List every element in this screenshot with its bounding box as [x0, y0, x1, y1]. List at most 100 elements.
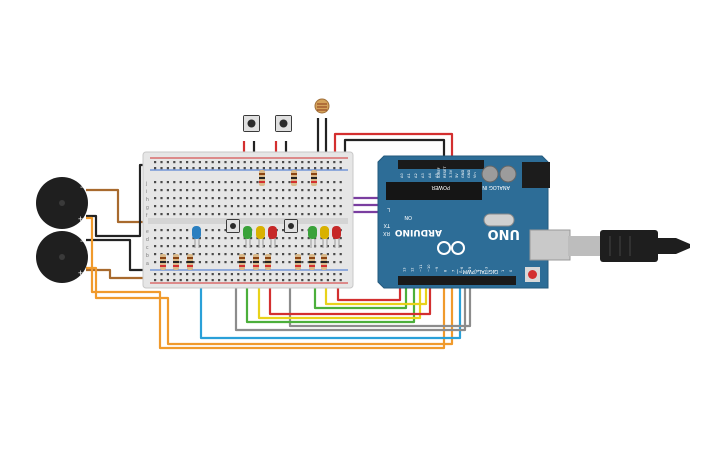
resistor-icon[interactable] [295, 254, 301, 270]
breadboard-hole [154, 253, 157, 256]
breadboard-hole [250, 197, 253, 200]
wire-gray-2[interactable] [288, 262, 472, 328]
digital-pin-label: ~10 [427, 264, 431, 272]
breadboard-hole [243, 197, 246, 200]
breadboard-hole [160, 205, 163, 208]
led-icon[interactable] [192, 226, 201, 248]
breadboard-hole [320, 253, 323, 256]
led-icon[interactable] [332, 226, 341, 248]
resistor-icon[interactable] [259, 170, 265, 186]
breadboard-hole [333, 245, 336, 248]
breadboard-hole [154, 261, 157, 264]
breadboard-hole [179, 181, 182, 184]
buzzer[interactable]: − + [36, 231, 88, 283]
breadboard-hole [256, 205, 259, 208]
breadboard-hole [211, 213, 214, 216]
breadboard-hole [205, 213, 208, 216]
breadboard-hole [301, 261, 304, 264]
breadboard-hole [288, 273, 291, 276]
breadboard-hole [333, 261, 336, 264]
breadboard-hole [173, 213, 176, 216]
breadboard-hole [218, 197, 221, 200]
breadboard-hole [314, 261, 317, 264]
row-label: g [146, 205, 149, 211]
wire-orange-1[interactable] [86, 216, 446, 350]
photoresistor-icon[interactable] [314, 98, 330, 114]
power-pin-label: 3.3V [449, 169, 453, 178]
breadboard-hole [211, 237, 214, 240]
breadboard-hole [186, 237, 189, 240]
breadboard-hole [320, 161, 323, 164]
breadboard-hole [166, 181, 169, 184]
breadboard-hole [224, 253, 227, 256]
resistor-icon[interactable] [291, 170, 297, 186]
resistor-icon[interactable] [160, 254, 166, 270]
led-icon[interactable] [308, 226, 317, 248]
breadboard-hole [333, 181, 336, 184]
breadboard-hole [205, 253, 208, 256]
breadboard-hole [307, 181, 310, 184]
breadboard-hole [243, 205, 246, 208]
breadboard-hole [224, 213, 227, 216]
breadboard-hole [307, 167, 310, 170]
breadboard-hole [262, 279, 265, 282]
pushbutton-icon[interactable] [243, 115, 260, 132]
resistor-icon[interactable] [265, 254, 271, 270]
resistor-icon[interactable] [311, 170, 317, 186]
resistor-icon[interactable] [239, 254, 245, 270]
breadboard-hole [224, 279, 227, 282]
pushbutton-icon[interactable] [284, 219, 298, 233]
resistor-icon[interactable] [321, 254, 327, 270]
breadboard-hole [320, 213, 323, 216]
resistor-icon[interactable] [173, 254, 179, 270]
wire-gray-1[interactable] [234, 262, 467, 332]
led-icon[interactable] [320, 226, 329, 248]
led-icon[interactable] [268, 226, 277, 248]
analog-pin-label: A4 [428, 173, 432, 178]
breadboard-hole [256, 213, 259, 216]
led-icon[interactable] [256, 226, 265, 248]
wire-yellow-1[interactable] [257, 262, 422, 320]
breadboard-hole [230, 237, 233, 240]
breadboard-hole [307, 237, 310, 240]
breadboard-hole [314, 273, 317, 276]
breadboard-hole [166, 161, 169, 164]
digital-pin-label: 2 [493, 270, 497, 272]
resistor-icon[interactable] [187, 254, 193, 270]
breadboard-hole [250, 253, 253, 256]
usb-cable-icon[interactable] [568, 230, 690, 262]
wire-buzzer1-black[interactable] [86, 163, 148, 238]
resistor-icon[interactable] [309, 254, 315, 270]
breadboard-hole [224, 237, 227, 240]
breadboard-hole [326, 197, 329, 200]
resistor-icon[interactable] [253, 254, 259, 270]
breadboard-hole [218, 167, 221, 170]
breadboard-hole [288, 237, 291, 240]
wire-gnd-black[interactable] [343, 138, 446, 164]
wire-orange-2[interactable] [86, 266, 454, 346]
led-icon[interactable] [243, 226, 252, 248]
breadboard-hole [301, 189, 304, 192]
breadboard-hole [294, 167, 297, 170]
breadboard-hole [154, 197, 157, 200]
breadboard-hole [205, 261, 208, 264]
buzzer[interactable]: − + [36, 177, 88, 229]
breadboard-hole [250, 213, 253, 216]
breadboard-hole [230, 181, 233, 184]
wire-buzzer2-black[interactable] [86, 238, 150, 272]
digital-pin-label: 8 [443, 269, 447, 272]
wire-blue[interactable] [199, 245, 462, 340]
breadboard-hole [237, 245, 240, 248]
buzzer-minus-label: − [80, 236, 85, 246]
tx-label: TX [383, 222, 391, 228]
pushbutton-icon[interactable] [226, 219, 240, 233]
breadboard-hole [166, 279, 169, 282]
arduino-uno[interactable]: ARDUINO UNO DIGITAL (PWM~) ANALOG IN POW… [377, 155, 571, 289]
wire-5v-red[interactable] [333, 132, 454, 164]
pushbutton-icon[interactable] [275, 115, 292, 132]
power-analog-header [398, 160, 484, 169]
breadboard-hole [205, 279, 208, 282]
breadboard-hole [282, 161, 285, 164]
breadboard-hole [224, 229, 227, 232]
breadboard-hole [237, 167, 240, 170]
